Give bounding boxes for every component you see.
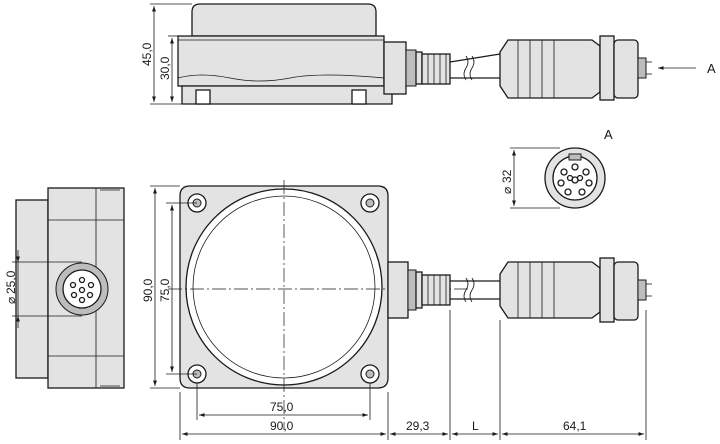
dim-cable-gland-length: 29,3 [406,419,430,433]
side-cable-gland [421,53,451,85]
front-view: 90,0 75,0 75,0 90,0 29,3 L 64,1 [141,180,652,440]
connector-view-a: A ⌀ 32 [500,127,613,209]
dim-side-height-total: 45,0 [140,42,154,66]
dim-front-width-outer: 90,0 [270,419,294,433]
side-connector-plug [499,35,652,101]
side-socket [55,262,109,316]
dim-side-height-body: 30,0 [158,56,172,80]
connector-pins [557,163,593,196]
dim-connector-diameter: 32 [500,169,514,183]
dim-plug-length: 64,1 [563,419,587,433]
front-connector-plug [499,257,652,323]
dim-front-height-inner: 75,0 [158,278,172,302]
view-arrow-label: A [707,61,716,76]
left-side-view: ⌀ 25,0 [4,187,125,389]
dim-socket-diameter-symbol: ⌀ [4,297,18,304]
dim-cable-length: L [472,419,479,433]
dim-front-width-inner: 75,0 [270,400,294,414]
dim-socket-diameter: 25,0 [4,270,18,294]
view-a-title: A [604,127,613,142]
dim-connector-diameter-symbol: ⌀ [500,187,514,194]
front-cable-gland [421,274,451,306]
side-view: A 45,0 30,0 [140,3,716,105]
dim-front-height-outer: 90,0 [141,278,155,302]
